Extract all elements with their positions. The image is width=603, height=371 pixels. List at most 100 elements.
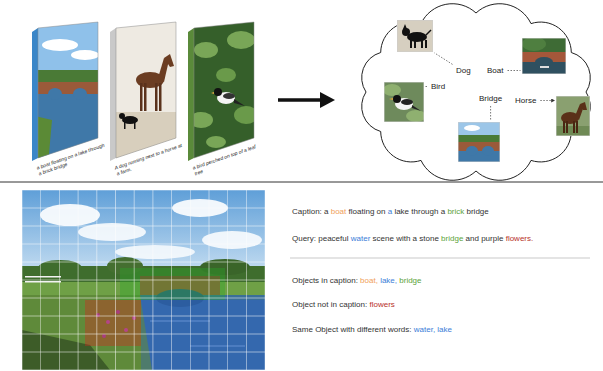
illustration-part bbox=[556, 96, 590, 136]
plain-word: words: bbox=[388, 325, 412, 334]
plain-word: Object bbox=[315, 325, 338, 334]
illustration-part bbox=[206, 136, 226, 148]
illustration-part bbox=[580, 102, 587, 110]
illustration-part bbox=[22, 190, 265, 370]
leader-line bbox=[426, 86, 428, 87]
annotation-text: Caption: a boat floating on a lake throu… bbox=[292, 207, 489, 216]
plain-word: a bbox=[413, 234, 417, 243]
highlighted-word: bridge bbox=[441, 234, 463, 243]
illustration-part bbox=[278, 98, 322, 102]
illustration-part bbox=[234, 99, 245, 106]
highlighted-word: water, bbox=[414, 325, 435, 334]
illustration-part bbox=[48, 88, 62, 100]
illustration-part bbox=[384, 84, 401, 96]
plain-word: lake bbox=[394, 207, 409, 216]
illustration-part bbox=[22, 298, 265, 299]
illustration-part bbox=[124, 122, 126, 129]
illustration-part bbox=[40, 204, 100, 226]
highlighted-word: flowers bbox=[369, 300, 394, 309]
concept-thumbnail: Bridge bbox=[458, 122, 500, 162]
illustration-part bbox=[576, 121, 578, 133]
leader-line bbox=[508, 70, 521, 71]
concept-thumbnail: Boat bbox=[522, 38, 566, 74]
plain-word: with bbox=[396, 234, 410, 243]
illustration-part bbox=[410, 40, 412, 48]
plain-word: through bbox=[411, 207, 438, 216]
illustration-part bbox=[22, 262, 265, 263]
plain-word: different bbox=[357, 325, 386, 334]
plain-word: a bbox=[324, 207, 328, 216]
plain-word: a bbox=[441, 207, 445, 216]
illustration-part bbox=[426, 30, 431, 35]
illustration-part bbox=[22, 280, 265, 281]
plain-word: in bbox=[321, 276, 327, 285]
illustration-part bbox=[30, 20, 105, 165]
plain-word: caption: bbox=[339, 300, 367, 309]
illustration-part bbox=[397, 20, 433, 52]
illustration-part bbox=[458, 151, 500, 162]
caption-card: A dog running next to a horse at a farm. bbox=[108, 20, 183, 185]
flow-arrow bbox=[278, 92, 335, 108]
illustration-part bbox=[188, 28, 194, 161]
concept-thumbnail: Bird bbox=[384, 82, 424, 122]
scene-photo bbox=[22, 190, 265, 370]
illustration-part bbox=[22, 334, 265, 335]
illustration-part bbox=[134, 122, 136, 129]
highlighted-word: brick bbox=[447, 207, 464, 216]
illustration-part bbox=[458, 135, 500, 143]
section-divider bbox=[0, 182, 603, 183]
illustration-part bbox=[38, 260, 82, 276]
illustration-part bbox=[140, 83, 143, 111]
illustration-part bbox=[211, 92, 214, 94]
illustration-part bbox=[421, 40, 423, 48]
plain-word: in bbox=[331, 300, 337, 309]
illustration-part bbox=[32, 28, 38, 161]
illustration-part bbox=[563, 121, 565, 133]
illustration-part bbox=[389, 98, 393, 100]
concept-label: Dog bbox=[455, 66, 472, 75]
illustration-part bbox=[216, 68, 236, 82]
illustration-part bbox=[186, 20, 261, 160]
illustration-part bbox=[406, 110, 424, 122]
illustration-part bbox=[535, 57, 553, 67]
illustration-part bbox=[482, 146, 494, 156]
illustration-part bbox=[25, 281, 61, 283]
plain-word: caption: bbox=[330, 276, 358, 285]
plain-word: bridge bbox=[467, 207, 489, 216]
illustration-part bbox=[566, 121, 568, 133]
highlighted-word: a bbox=[388, 207, 392, 216]
highlighted-word: lake bbox=[437, 325, 452, 334]
illustration-part bbox=[22, 244, 265, 245]
plain-word: scene bbox=[373, 234, 394, 243]
illustration-part bbox=[30, 82, 105, 94]
highlighted-word: boat bbox=[331, 207, 347, 216]
illustration-part bbox=[194, 22, 254, 158]
highlighted-word: flowers. bbox=[506, 234, 534, 243]
illustration-part bbox=[412, 105, 421, 111]
illustration-part bbox=[384, 82, 424, 122]
plain-word: peaceful bbox=[318, 234, 348, 243]
illustration-part bbox=[540, 66, 549, 68]
illustration-part bbox=[38, 22, 98, 158]
illustration-part bbox=[402, 28, 410, 36]
thumbnail-photo bbox=[522, 38, 566, 74]
plain-word: not bbox=[317, 300, 328, 309]
concept-label: Boat bbox=[486, 66, 504, 75]
caption-card: a boat floating on a lake through a bric… bbox=[30, 20, 105, 185]
annotation-text: Objects in caption: boat, lake, bridge bbox=[292, 276, 422, 285]
illustration-part bbox=[403, 24, 407, 29]
illustration-part bbox=[425, 40, 427, 48]
annotation-text: Object not in caption: flowers bbox=[292, 300, 395, 309]
illustration-part bbox=[522, 38, 566, 74]
illustration-part bbox=[401, 99, 413, 105]
illustration-part bbox=[466, 146, 478, 156]
plain-word: purple bbox=[481, 234, 503, 243]
illustration-part bbox=[234, 106, 258, 124]
plain-word: on bbox=[377, 207, 386, 216]
thumbnail-photo bbox=[458, 122, 500, 162]
concept-label: Bird bbox=[430, 82, 446, 91]
illustration-part bbox=[522, 38, 566, 74]
thumbnail-photo bbox=[384, 82, 424, 122]
illustration-part bbox=[155, 83, 158, 111]
